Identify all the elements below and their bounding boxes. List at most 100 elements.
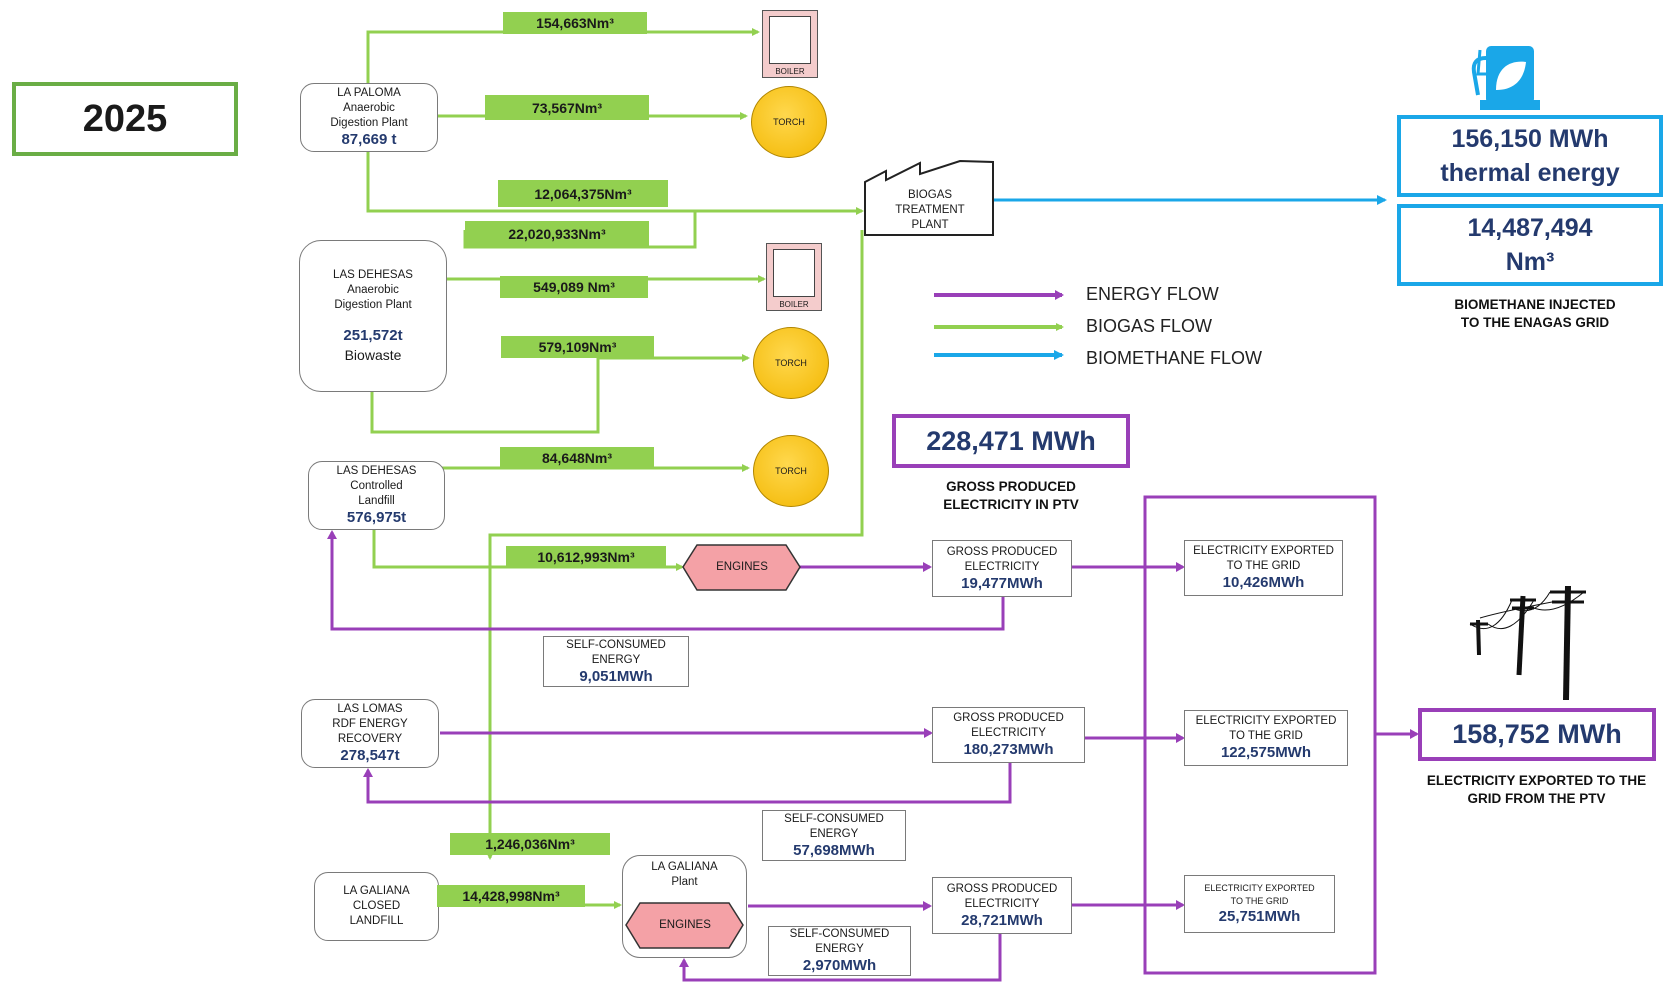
- biogas-line-paloma-treatment: [366, 152, 864, 215]
- las-dehesas-ad-value: 251,572t: [343, 326, 403, 344]
- la-galiana-plant-type: Plant: [671, 876, 698, 888]
- export-3-label: ELECTRICITY EXPORTED: [1204, 883, 1315, 893]
- biomethane-caption-line1: BIOMETHANE INJECTED: [1454, 297, 1616, 312]
- la-galiana-plant-name: LA GALIANA: [651, 861, 718, 873]
- biomethane-caption-line2: TO THE ENAGAS GRID: [1460, 315, 1610, 330]
- biomethane-caption: BIOMETHANE INJECTED TO THE ENAGAS GRID: [1420, 296, 1650, 332]
- self-1-label: SELF-CONSUMED: [566, 638, 666, 651]
- gross-total-box: 228,471 MWh: [892, 414, 1130, 468]
- torch-icon-3: TORCH: [753, 435, 829, 507]
- las-lomas-type: RDF ENERGY: [332, 718, 408, 730]
- gross-electricity-box-3: GROSS PRODUCED ELECTRICITY 28,721MWh: [932, 877, 1072, 934]
- exported-total-caption: ELECTRICITY EXPORTED TO THE GRID FROM TH…: [1410, 772, 1663, 808]
- self-2-value: 57,698MWh: [793, 841, 875, 859]
- fuel-pump-icon: [1471, 46, 1540, 110]
- flow-label-dehesas-boiler: 549,089 Nm³: [500, 276, 648, 298]
- gross-2-label: GROSS PRODUCED: [953, 712, 1064, 724]
- gross-electricity-box-1: GROSS PRODUCED ELECTRICITY 19,477MWh: [932, 540, 1072, 597]
- biogas-line-dehesas-torch: [370, 354, 750, 434]
- boiler-icon-1: BOILER: [762, 10, 818, 78]
- flow-label-paloma-treatment: 12,064,375Nm³: [498, 180, 668, 207]
- las-dehesas-ad-name: LAS DEHESAS: [333, 268, 413, 281]
- flow-label-paloma-torch: 73,567Nm³: [485, 95, 649, 120]
- legend-energy-label: ENERGY FLOW: [1086, 284, 1219, 304]
- self-1-value: 9,051MWh: [579, 667, 653, 685]
- las-dehesas-ad-node: LAS DEHESAS Anaerobic Digestion Plant 25…: [299, 240, 447, 392]
- exports-group-frame: [1143, 495, 1377, 975]
- treatment-plant-label: BIOGAS TREATMENT PLANT: [880, 186, 980, 234]
- self-1-label2: ENERGY: [591, 653, 641, 666]
- year-title: 2025: [12, 82, 238, 156]
- las-lomas-name: LAS LOMAS: [337, 703, 403, 715]
- treatment-plant-icon: [864, 159, 994, 236]
- las-dehesas-ad-type: Anaerobic: [347, 283, 399, 296]
- export-1-value: 10,426MWh: [1222, 574, 1305, 591]
- gross-3-label: GROSS PRODUCED: [946, 882, 1058, 895]
- export-box-1: ELECTRICITY EXPORTED TO THE GRID 10,426M…: [1184, 540, 1343, 596]
- las-dehesas-landfill-node: LAS DEHESAS Controlled Landfill 576,975t: [308, 461, 445, 530]
- gross-1-value: 19,477MWh: [961, 574, 1043, 592]
- flow-label-dehesas-treatment: 22,020,933Nm³: [465, 221, 649, 247]
- las-dehesas-landfill-value: 576,975t: [346, 509, 407, 526]
- biogas-line-treatment-galiana: [486, 230, 864, 860]
- gross-total-caption-line1: GROSS PRODUCED: [946, 479, 1076, 494]
- export-box-3: ELECTRICITY EXPORTED TO THE GRID 25,751M…: [1184, 875, 1335, 933]
- thermal-label: thermal energy: [1440, 159, 1620, 187]
- boiler-label-1: BOILER: [775, 67, 805, 76]
- biomethane-volume-value: 14,487,494: [1467, 214, 1593, 242]
- exported-total-caption-line2: GRID FROM THE PTV: [1467, 791, 1606, 806]
- export-3-label2: TO THE GRID: [1230, 896, 1289, 906]
- la-galiana-landfill-name: LA GALIANA: [343, 885, 410, 897]
- boiler-label-2: BOILER: [779, 300, 809, 309]
- engines-label-1: ENGINES: [716, 561, 768, 573]
- energy-line-gross3-self: [679, 934, 1002, 982]
- biomethane-volume-box: 14,487,494 Nm³: [1397, 204, 1663, 286]
- treatment-plant-line1: BIOGAS: [907, 188, 953, 201]
- gross-total-caption: GROSS PRODUCED ELECTRICITY IN PTV: [900, 478, 1122, 514]
- treatment-plant-line3: PLANT: [911, 218, 949, 231]
- la-paloma-type: Anaerobic: [343, 102, 395, 114]
- la-paloma-value: 87,669 t: [341, 131, 397, 148]
- flow-label-paloma-boiler: 154,663Nm³: [503, 12, 647, 34]
- self-consumed-box-1: SELF-CONSUMED ENERGY 9,051MWh: [543, 636, 689, 687]
- export-2-label: ELECTRICITY EXPORTED: [1195, 715, 1337, 727]
- exported-total-box: 158,752 MWh: [1418, 708, 1656, 761]
- torch-icon-2: TORCH: [753, 327, 829, 399]
- la-galiana-plant-node: LA GALIANA Plant: [622, 855, 747, 958]
- legend-biomethane-label: BIOMETHANE FLOW: [1086, 348, 1263, 368]
- thermal-value: 156,150 MWh: [1451, 125, 1609, 153]
- las-dehesas-landfill-type: Controlled: [350, 480, 403, 492]
- export-1-label: ELECTRICITY EXPORTED: [1193, 545, 1334, 557]
- energy-line-gross1-self: [327, 530, 1005, 631]
- self-consumed-box-2: SELF-CONSUMED ENERGY 57,698MWh: [762, 810, 906, 861]
- self-2-label: SELF-CONSUMED: [784, 812, 884, 825]
- engines-label-2: ENGINES: [659, 919, 711, 931]
- self-2-label2: ENERGY: [809, 827, 859, 840]
- gross-total-caption-line2: ELECTRICITY IN PTV: [943, 497, 1079, 512]
- self-consumed-box-3: SELF-CONSUMED ENERGY 2,970MWh: [768, 926, 911, 976]
- legend-biogas-label: BIOGAS FLOW: [1086, 316, 1213, 336]
- self-3-label: SELF-CONSUMED: [789, 928, 890, 940]
- flow-label-dehesas-torch: 579,109Nm³: [501, 336, 654, 358]
- biogas-line-paloma-boiler: [366, 28, 760, 83]
- flow-label-treatment-galiana: 1,246,036Nm³: [450, 833, 610, 855]
- las-dehesas-landfill-type2: Landfill: [358, 495, 395, 507]
- la-paloma-node: LA PALOMA Anaerobic Digestion Plant 87,6…: [300, 83, 438, 152]
- export-2-label2: TO THE GRID: [1229, 730, 1303, 742]
- self-3-value: 2,970MWh: [802, 957, 877, 974]
- las-dehesas-ad-type2: Digestion Plant: [334, 298, 412, 311]
- las-dehesas-landfill-name: LAS DEHESAS: [336, 465, 417, 477]
- export-3-value: 25,751MWh: [1218, 908, 1301, 925]
- las-lomas-type2: RECOVERY: [337, 733, 403, 745]
- las-lomas-node: LAS LOMAS RDF ENERGY RECOVERY 278,547t: [301, 699, 439, 768]
- boiler-icon-2: BOILER: [766, 243, 822, 311]
- torch-icon-1: TORCH: [751, 86, 827, 158]
- treatment-plant-line2: TREATMENT: [895, 203, 965, 216]
- la-paloma-name: LA PALOMA: [337, 87, 401, 99]
- power-pylon-icon: [1469, 585, 1586, 701]
- energy-line-gross2-self: [363, 763, 1012, 804]
- gross-1-label: GROSS PRODUCED: [946, 545, 1058, 558]
- gross-2-label2: ELECTRICITY: [971, 727, 1046, 739]
- self-3-label2: ENERGY: [815, 943, 864, 955]
